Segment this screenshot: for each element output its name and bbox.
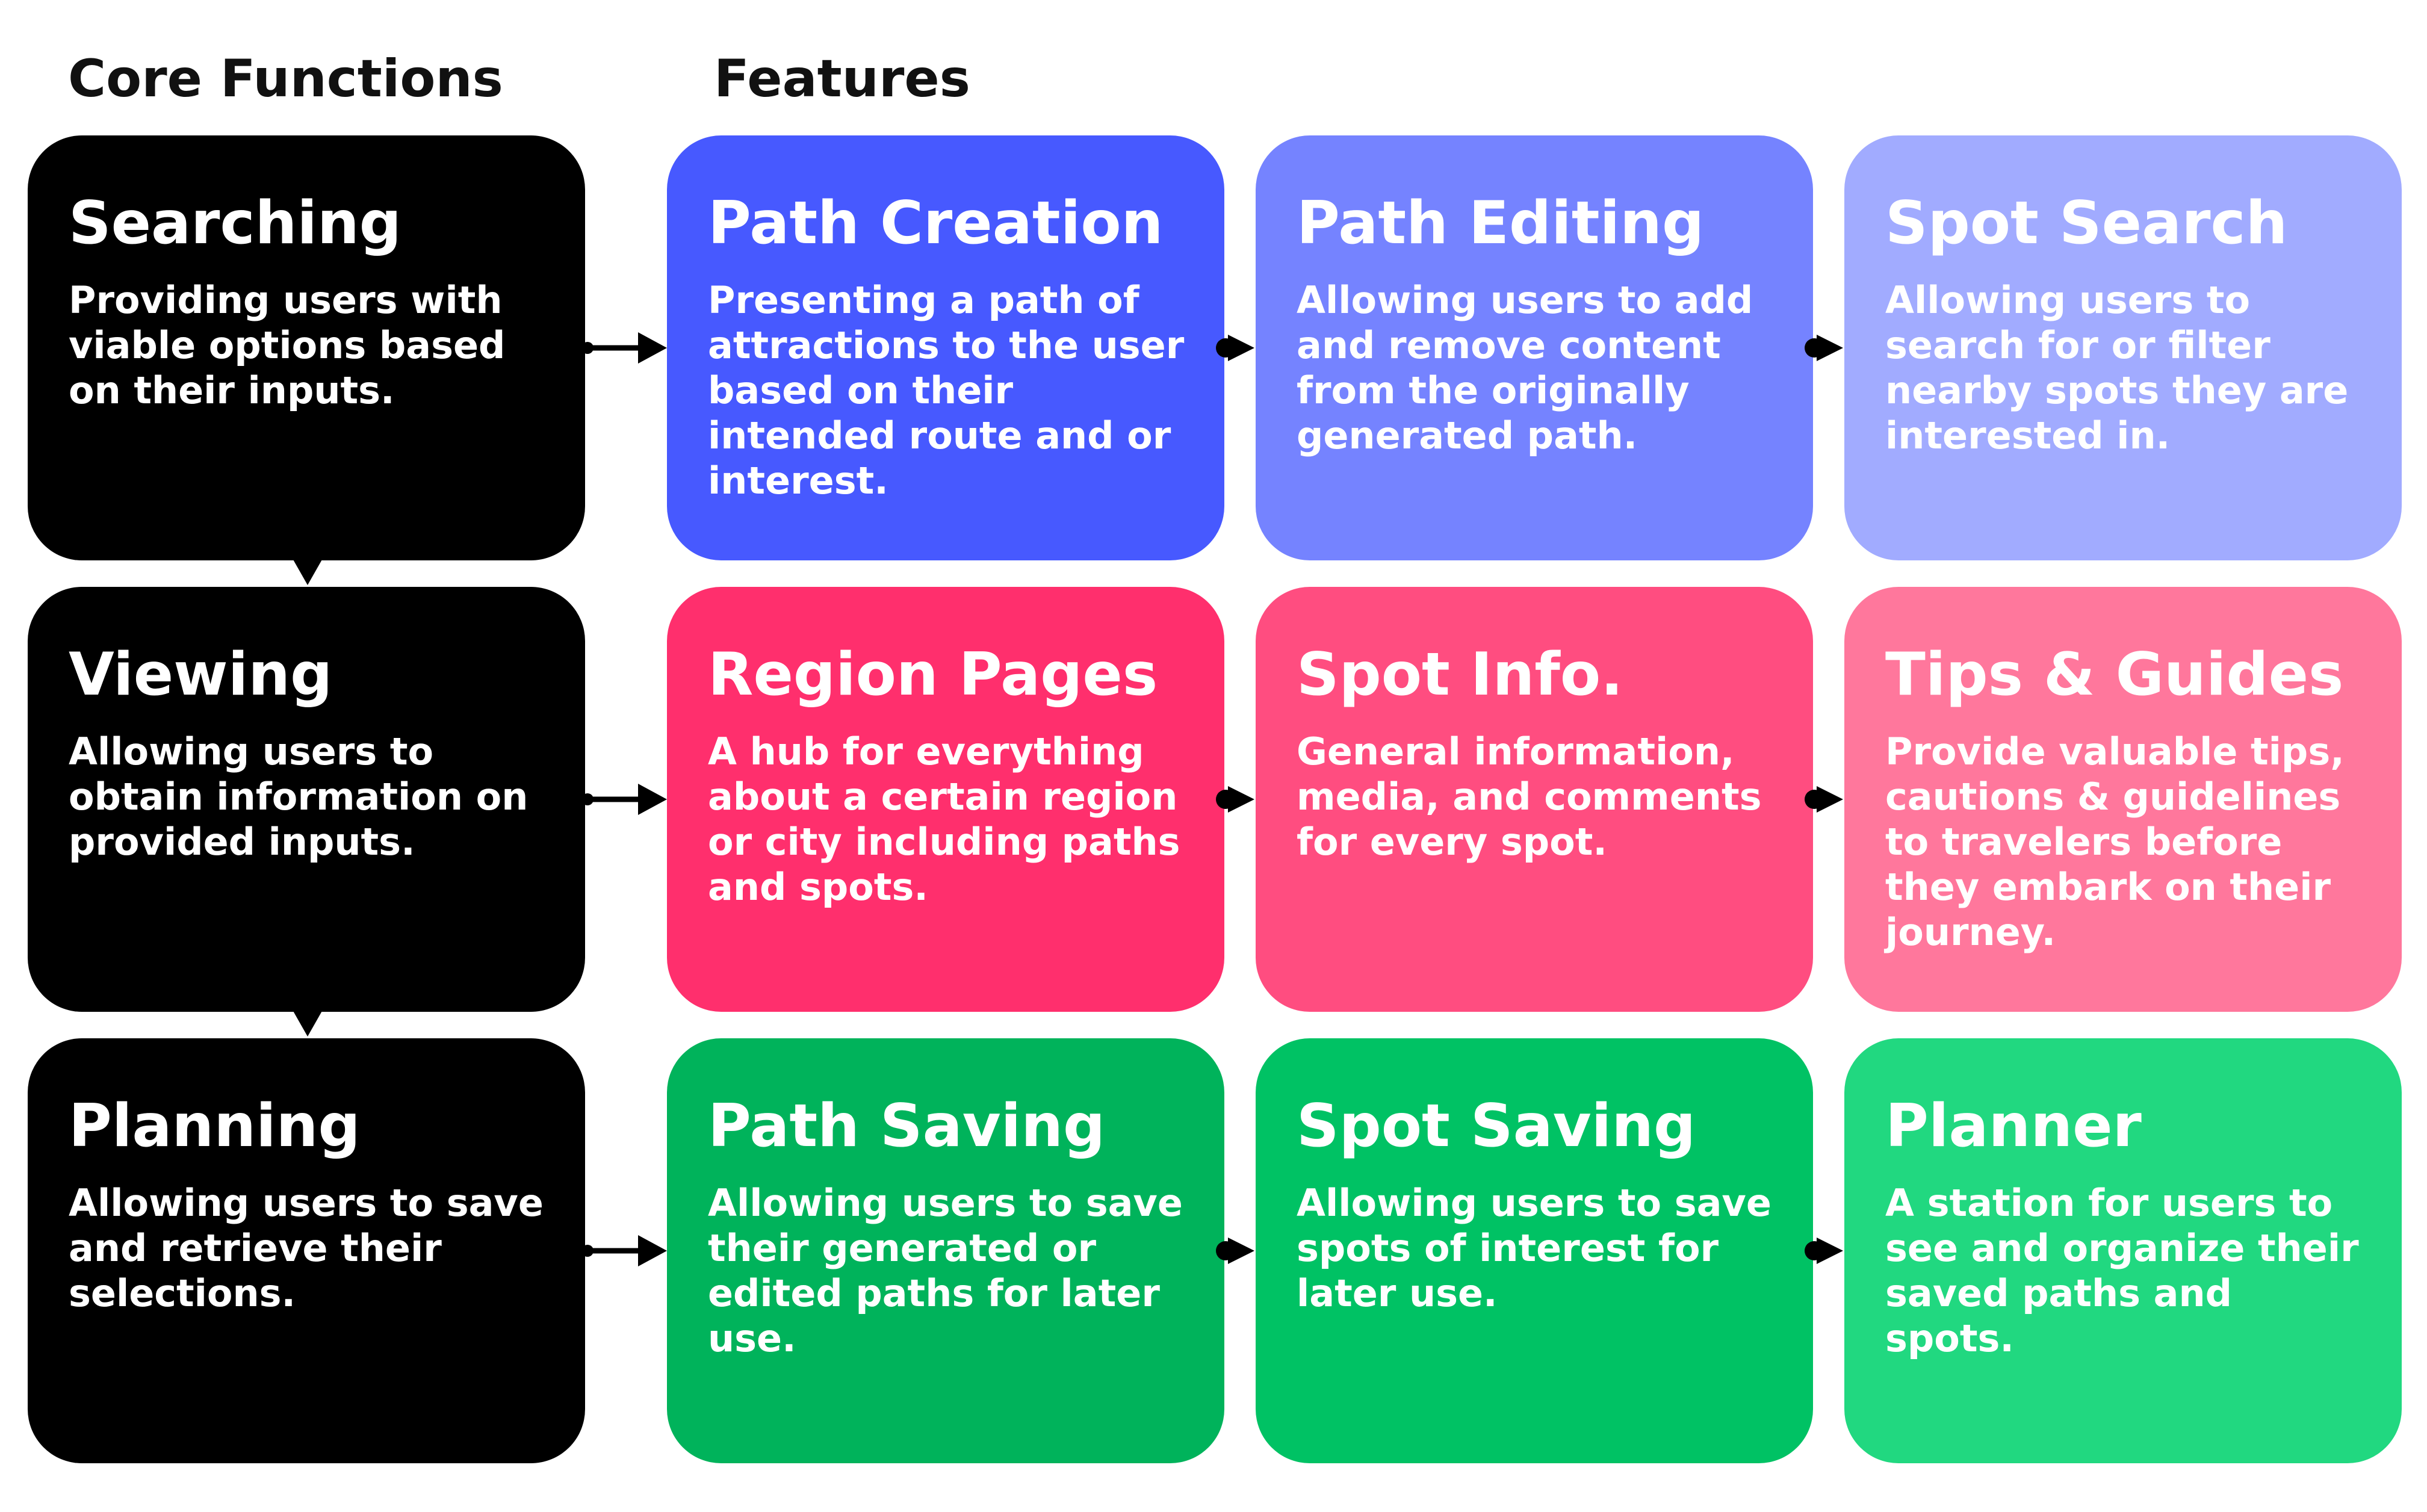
card-title: Spot Saving bbox=[1297, 1092, 1696, 1160]
card-title: Planner bbox=[1885, 1092, 2142, 1160]
card-description: Allowing users to save and retrieve thei… bbox=[69, 1180, 544, 1315]
feature-card-planner: Planner A station for users to see and o… bbox=[1844, 1038, 2402, 1463]
card-title: Path Editing bbox=[1297, 189, 1705, 258]
arrow-right-icon bbox=[581, 332, 667, 364]
core-card-planning: Planning Allowing users to save and retr… bbox=[28, 1038, 585, 1463]
card-description: Allowing users to search for or filter n… bbox=[1885, 277, 2349, 457]
card-description: Allowing users to obtain information on … bbox=[69, 729, 528, 864]
card-title: Searching bbox=[69, 189, 401, 258]
card-description: Presenting a path of attractions to the … bbox=[708, 277, 1185, 503]
arrow-right-icon bbox=[581, 784, 667, 815]
card-description: Provide valuable tips, cautions & guidel… bbox=[1885, 729, 2345, 954]
card-title: Tips & Guides bbox=[1885, 640, 2344, 709]
feature-card-path-saving: Path Saving Allowing users to save their… bbox=[667, 1038, 1224, 1463]
feature-card-region-pages: Region Pages A hub for everything about … bbox=[667, 587, 1224, 1012]
features-heading: Features bbox=[714, 49, 970, 109]
feature-card-path-creation: Path Creation Presenting a path of attra… bbox=[667, 135, 1224, 560]
triangle-down-icon bbox=[293, 559, 323, 585]
core-card-viewing: Viewing Allowing users to obtain informa… bbox=[28, 587, 585, 1012]
card-description: General information, media, and comments… bbox=[1297, 729, 1762, 864]
card-description: Allowing users to add and remove content… bbox=[1297, 277, 1753, 457]
card-title: Spot Search bbox=[1885, 189, 2288, 258]
card-title: Planning bbox=[69, 1092, 361, 1160]
feature-card-path-editing: Path Editing Allowing users to add and r… bbox=[1256, 135, 1813, 560]
feature-card-tips-guides: Tips & Guides Provide valuable tips, cau… bbox=[1844, 587, 2402, 1012]
card-description: Providing users with viable options base… bbox=[69, 277, 506, 412]
card-title: Spot Info. bbox=[1297, 640, 1623, 709]
card-description: A station for users to see and organize … bbox=[1885, 1180, 2359, 1360]
core-card-searching: Searching Providing users with viable op… bbox=[28, 135, 585, 560]
feature-card-spot-saving: Spot Saving Allowing users to save spots… bbox=[1256, 1038, 1813, 1463]
core-functions-heading: Core Functions bbox=[68, 49, 503, 109]
card-title: Path Saving bbox=[708, 1092, 1106, 1160]
arrow-right-icon bbox=[581, 1235, 667, 1266]
card-title: Path Creation bbox=[708, 189, 1164, 258]
card-description: Allowing users to save their generated o… bbox=[708, 1180, 1183, 1360]
card-title: Viewing bbox=[69, 640, 333, 709]
triangle-down-icon bbox=[293, 1010, 323, 1036]
feature-card-spot-search: Spot Search Allowing users to search for… bbox=[1844, 135, 2402, 560]
card-description: Allowing users to save spots of interest… bbox=[1297, 1180, 1771, 1315]
card-description: A hub for everything about a certain reg… bbox=[708, 729, 1180, 909]
feature-card-spot-info: Spot Info. General information, media, a… bbox=[1256, 587, 1813, 1012]
card-title: Region Pages bbox=[708, 640, 1158, 709]
